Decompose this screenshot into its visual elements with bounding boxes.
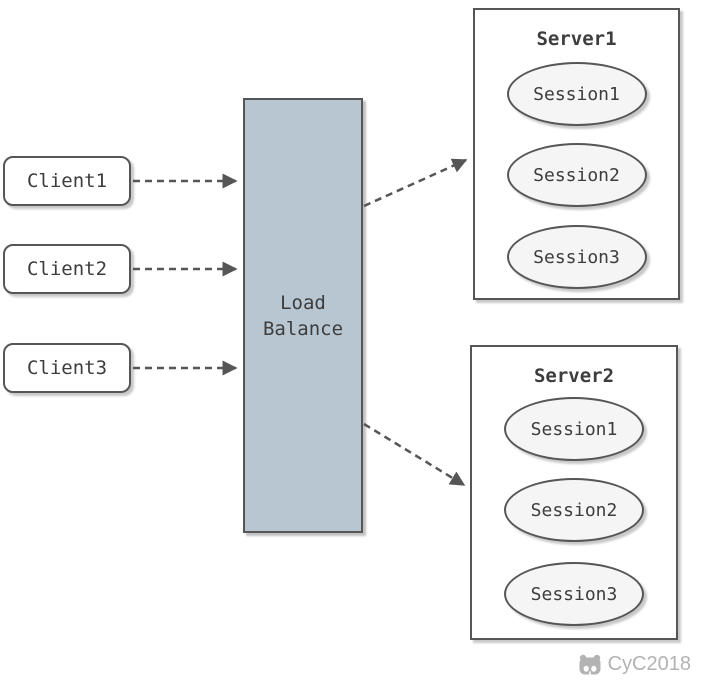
arrow-loadbalancer-to-server2 [363, 422, 466, 487]
server2-title: Server2 [533, 365, 615, 387]
server2-session2-node: Session2 [504, 478, 644, 542]
server2-session1-label: Session1 [530, 418, 618, 440]
server1-panel: Server1 Session1 Session2 Session3 [473, 8, 680, 300]
watermark: CyC2018 [578, 653, 691, 676]
server2-session3-label: Session3 [530, 583, 618, 605]
server1-session2-label: Session2 [533, 164, 620, 186]
server1-session2-node: Session2 [506, 143, 647, 207]
server1-session1-label: Session1 [533, 83, 620, 105]
client3-node: Client3 [3, 343, 131, 393]
server2-panel: Server2 Session1 Session2 Session3 [470, 345, 678, 640]
load-balancer-node: Load Balance [243, 98, 363, 533]
server1-session3-label: Session3 [533, 246, 620, 268]
github-icon [578, 654, 602, 676]
client2-label: Client2 [26, 258, 108, 280]
client1-label: Client1 [26, 170, 108, 192]
arrow-loadbalancer-to-server1 [363, 158, 468, 208]
watermark-text: CyC2018 [607, 653, 691, 675]
server2-session3-node: Session3 [504, 562, 644, 626]
server1-session3-node: Session3 [506, 225, 647, 289]
server1-title: Server1 [536, 28, 617, 50]
client1-node: Client1 [3, 156, 131, 206]
server1-session1-node: Session1 [506, 62, 647, 126]
load-balancer-label: Load Balance [262, 291, 344, 340]
client2-node: Client2 [3, 244, 131, 294]
server2-session2-label: Session2 [530, 499, 618, 521]
client3-label: Client3 [26, 357, 108, 379]
server2-session1-node: Session1 [504, 397, 644, 461]
